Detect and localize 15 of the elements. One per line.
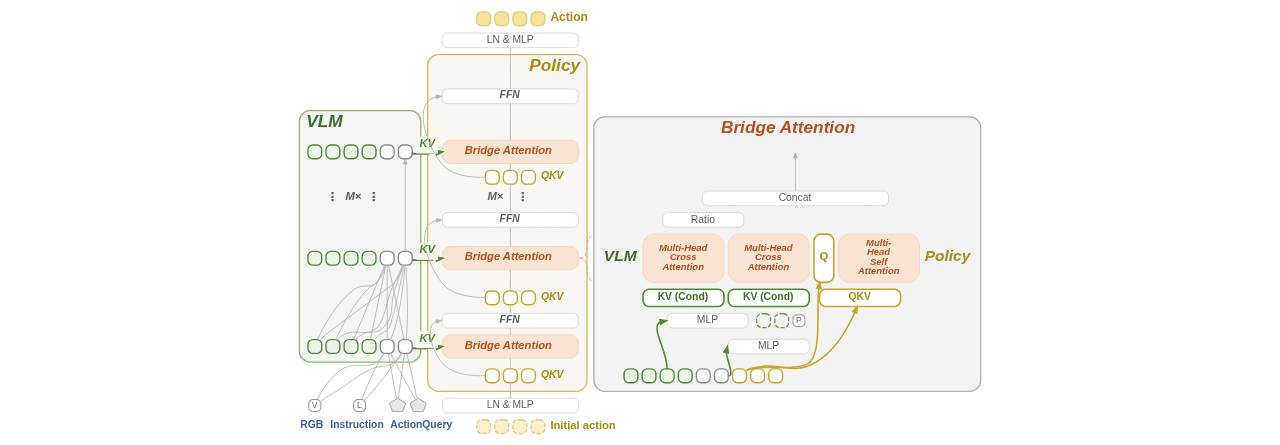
label: QKV bbox=[540, 368, 564, 380]
label: QKV bbox=[540, 290, 564, 302]
label: Policy bbox=[924, 247, 971, 265]
node-label: RGB bbox=[300, 419, 324, 431]
label: M× bbox=[345, 190, 362, 203]
label: Initial action bbox=[550, 418, 616, 431]
label: ActionQuery bbox=[390, 419, 453, 431]
label: Action bbox=[550, 10, 588, 25]
label: ⋮ bbox=[367, 189, 380, 204]
label: M× bbox=[487, 190, 504, 203]
label: ⋮ bbox=[326, 189, 339, 204]
label: QKV bbox=[540, 170, 564, 182]
node-label: Instruction bbox=[330, 419, 384, 431]
label: VLM bbox=[603, 247, 637, 265]
label: ⋮ bbox=[516, 189, 529, 204]
